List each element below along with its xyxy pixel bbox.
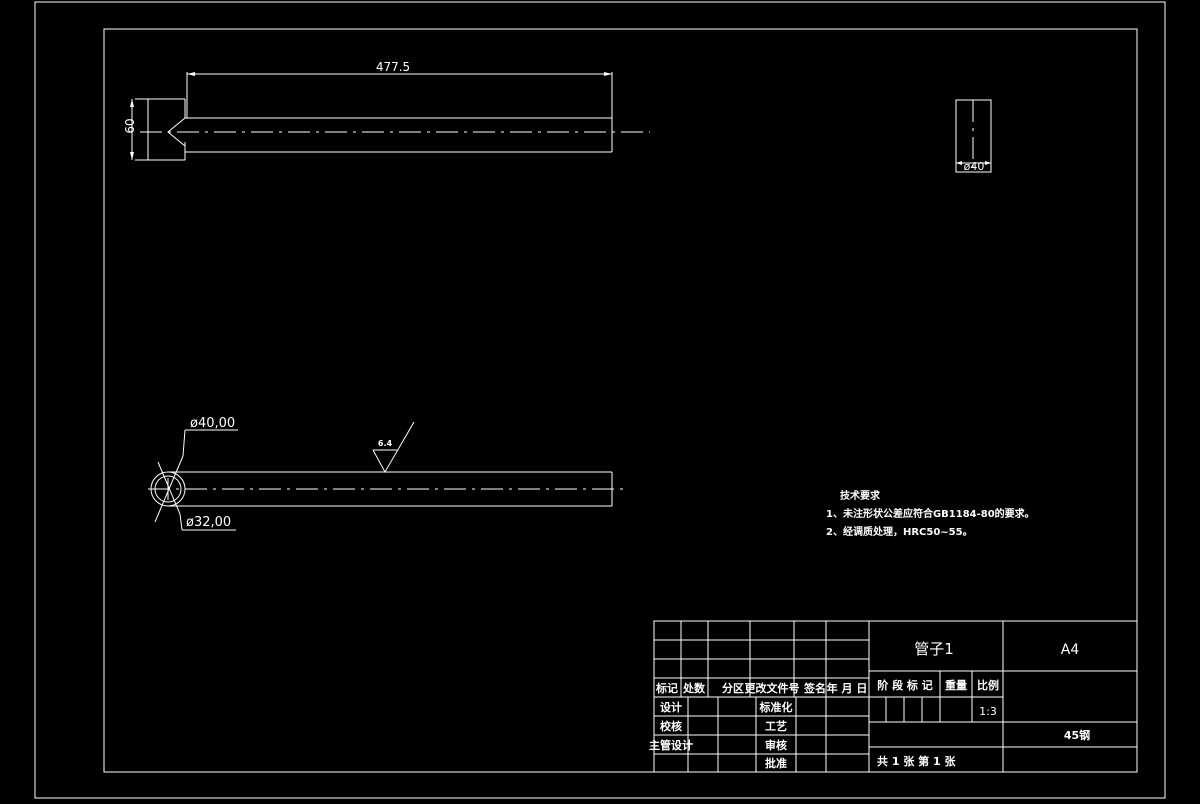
header-count: 处数 <box>682 681 706 695</box>
role-chief-design: 主管设计 <box>649 738 693 752</box>
tech-req-item-1: 1、未注形状公差应符合GB1184-80的要求。 <box>826 507 1035 520</box>
role-design: 设计 <box>660 700 682 714</box>
part-name: 管子1 <box>914 640 954 658</box>
role-approve: 批准 <box>765 756 787 770</box>
inner-diameter-dimension: ø32,00 <box>186 515 231 530</box>
header-signature: 签名 <box>803 681 826 695</box>
stage-label: 阶 段 标 记 <box>877 678 933 692</box>
header-mark: 标记 <box>655 681 678 695</box>
material: 45钢 <box>1064 728 1090 742</box>
role-process: 工艺 <box>765 719 787 733</box>
height-dimension: 60 <box>123 118 137 133</box>
end-block-view: ø40 <box>955 99 992 173</box>
weight-label: 重量 <box>945 678 967 692</box>
role-standardization: 标准化 <box>759 700 793 714</box>
tech-req-title: 技术要求 <box>840 489 881 502</box>
small-diameter-dimension: ø40 <box>964 160 985 173</box>
header-zone: 分区 <box>722 681 744 695</box>
outer-frame <box>34 1 1166 799</box>
sheet-info: 共 1 张 第 1 张 <box>877 754 956 768</box>
roughness-value: 6.4 <box>378 439 393 448</box>
scale-value: 1:3 <box>979 705 997 718</box>
side-profile-view: 477.5 60 <box>123 60 650 161</box>
role-review: 审核 <box>765 738 787 752</box>
length-dimension: 477.5 <box>376 60 410 74</box>
scale-label: 比例 <box>977 678 999 692</box>
header-date: 年 月 日 <box>827 681 868 695</box>
sheet-size: A4 <box>1061 642 1080 658</box>
technical-requirements: 技术要求 1、未注形状公差应符合GB1184-80的要求。 2、经调质处理，HR… <box>826 489 1035 538</box>
tech-req-item-2: 2、经调质处理，HRC50~55。 <box>826 525 973 538</box>
role-check: 校核 <box>660 719 682 733</box>
title-block: 标记 处数 分区 更改文件号 签名 年 月 日 设计 校核 主管设计 标准化 工… <box>649 620 1138 773</box>
inner-frame <box>103 28 1138 773</box>
outer-diameter-dimension: ø40,00 <box>190 416 235 431</box>
header-change-doc: 更改文件号 <box>745 681 800 695</box>
tube-view: ø40,00 ø32,00 6.4 <box>148 416 628 531</box>
